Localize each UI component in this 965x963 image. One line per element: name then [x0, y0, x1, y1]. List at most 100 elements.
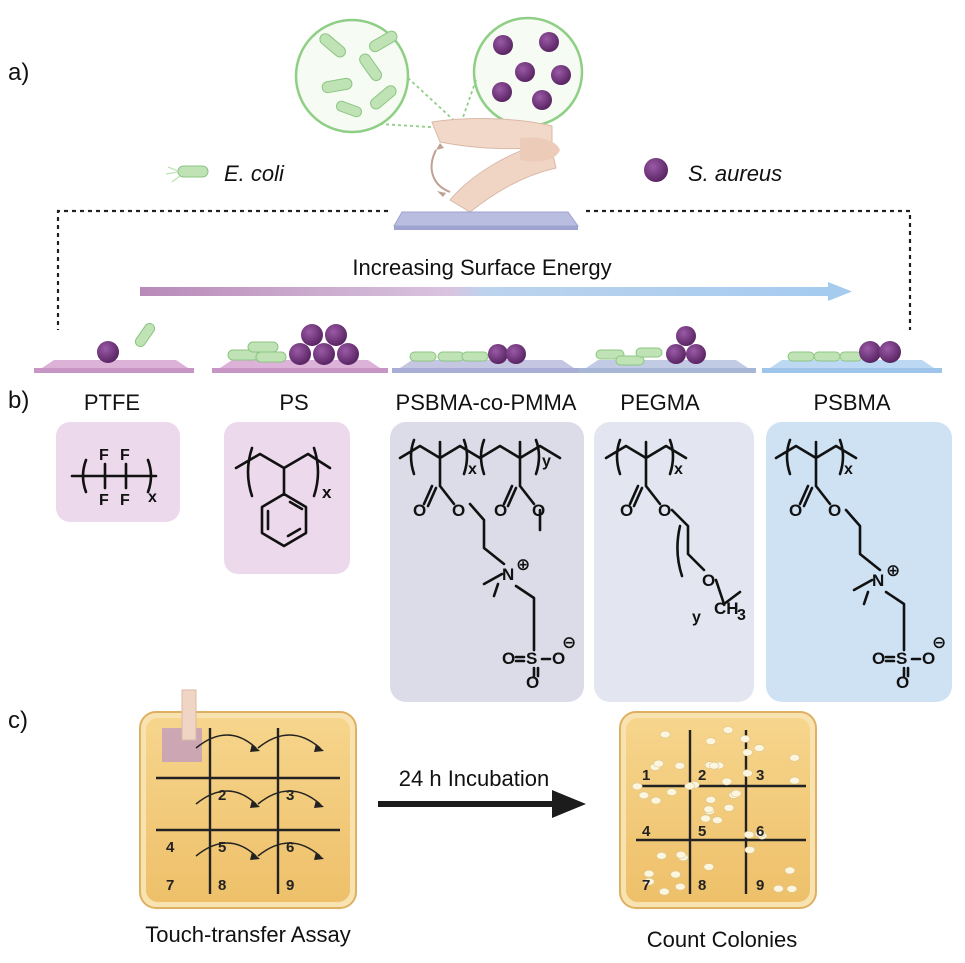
right-grid-3: 3 — [756, 767, 764, 784]
left-grid-3: 3 — [286, 787, 294, 804]
svg-text:F: F — [120, 447, 130, 464]
svg-text:O: O — [502, 649, 515, 668]
colony — [638, 791, 650, 800]
right-grid-6: 6 — [756, 823, 764, 840]
svg-text:O: O — [452, 501, 465, 520]
touch-transfer-caption: Touch-transfer Assay — [145, 922, 350, 947]
psbma-co-pmma-structure: x y O O O O N ⊕ S O O O ⊖ — [398, 438, 576, 692]
finger-illustration — [430, 118, 560, 213]
right-grid-4: 4 — [642, 823, 651, 840]
svg-text:O: O — [789, 501, 802, 520]
svg-text:O: O — [532, 501, 545, 520]
incubation-arrow-shaft — [378, 801, 554, 807]
right-grid-1: 1 — [642, 767, 650, 784]
colony — [773, 884, 784, 893]
right-grid-8: 8 — [698, 877, 706, 894]
right-grid-5: 5 — [698, 823, 706, 840]
left-grid-4: 4 — [166, 839, 175, 856]
colony — [784, 866, 796, 875]
right-grid-7: 7 — [642, 877, 650, 894]
left-grid-9: 9 — [286, 877, 294, 894]
colony — [708, 761, 720, 770]
svg-text:O: O — [702, 571, 715, 590]
legend-saureus: S. aureus — [688, 161, 782, 186]
energy-arrow-shaft — [140, 287, 830, 296]
colony — [705, 737, 717, 746]
touched-surface — [393, 211, 579, 227]
left-grid-7: 7 — [166, 877, 174, 894]
ecoli-legend-icon — [165, 165, 209, 183]
material-name-ps: PS — [279, 390, 308, 415]
panel-label-b: b) — [8, 387, 29, 414]
colony — [739, 735, 751, 743]
colony — [712, 816, 723, 825]
svg-text:x: x — [322, 483, 332, 502]
colony — [789, 753, 800, 762]
colony — [653, 759, 664, 768]
surface-pegma — [578, 326, 756, 373]
left-grid-8: 8 — [218, 877, 226, 894]
left-grid-6: 6 — [286, 839, 294, 856]
colony — [721, 777, 733, 786]
material-name-pegma: PEGMA — [620, 390, 700, 415]
structure-card-ptfe — [56, 422, 180, 522]
material-name-psbma: PSBMA — [813, 390, 890, 415]
colony — [722, 726, 734, 734]
colony — [703, 805, 715, 814]
energy-arrow-label: Increasing Surface Energy — [352, 255, 611, 280]
legend-ecoli: E. coli — [224, 161, 285, 186]
pegma-structure: x O O O y CH 3 — [604, 438, 746, 626]
colony — [723, 804, 735, 812]
structure-card-psbma-co-pmma — [390, 422, 584, 702]
colony — [744, 846, 756, 854]
panel-label-c: c) — [8, 707, 28, 734]
left-grid-2: 2 — [218, 787, 226, 804]
svg-text:x: x — [148, 489, 157, 506]
colony — [674, 761, 686, 770]
svg-text:O: O — [552, 649, 565, 668]
svg-text:O: O — [526, 673, 539, 692]
svg-text:O: O — [872, 649, 885, 668]
colony — [656, 851, 667, 860]
svg-text:O: O — [658, 501, 671, 520]
colony — [753, 744, 765, 752]
colony — [650, 796, 662, 805]
count-colonies-caption: Count Colonies — [647, 927, 797, 952]
svg-text:N: N — [502, 565, 514, 584]
svg-text:x: x — [468, 461, 477, 478]
colony — [659, 730, 671, 739]
material-name-psbma-co-pmma: PSBMA-co-PMMA — [396, 390, 577, 415]
svg-text:y: y — [542, 453, 551, 470]
svg-text:O: O — [922, 649, 935, 668]
surface-psbma-co-pmma — [392, 344, 582, 373]
colony — [730, 789, 742, 798]
svg-text:O: O — [620, 501, 633, 520]
svg-text:x: x — [674, 461, 683, 478]
surface-ps — [212, 324, 388, 373]
colony — [786, 885, 798, 893]
svg-text:O: O — [828, 501, 841, 520]
colony — [670, 870, 681, 879]
right-grid-9: 9 — [756, 877, 764, 894]
colony — [674, 882, 686, 891]
colony — [675, 850, 687, 859]
colony — [631, 782, 643, 791]
colony — [743, 830, 755, 839]
energy-arrow-head — [828, 282, 852, 301]
svg-text:O: O — [494, 501, 507, 520]
svg-text:S: S — [896, 649, 907, 668]
svg-text:⊖: ⊖ — [562, 633, 576, 652]
material-name-ptfe: PTFE — [84, 390, 140, 415]
svg-text:O: O — [896, 673, 909, 692]
incubation-label: 24 h Incubation — [399, 766, 549, 791]
psbma-structure: x O O N ⊕ S O O O ⊖ — [774, 438, 946, 692]
incubation-arrow-head — [552, 790, 586, 818]
svg-text:N: N — [872, 571, 884, 590]
svg-text:⊕: ⊕ — [886, 561, 900, 580]
svg-text:3: 3 — [737, 607, 746, 624]
touch-transfer-plate: 2 3 4 5 6 7 8 9 — [139, 689, 357, 909]
svg-text:F: F — [99, 492, 109, 509]
dashed-bracket — [56, 209, 912, 330]
colony — [705, 795, 717, 804]
